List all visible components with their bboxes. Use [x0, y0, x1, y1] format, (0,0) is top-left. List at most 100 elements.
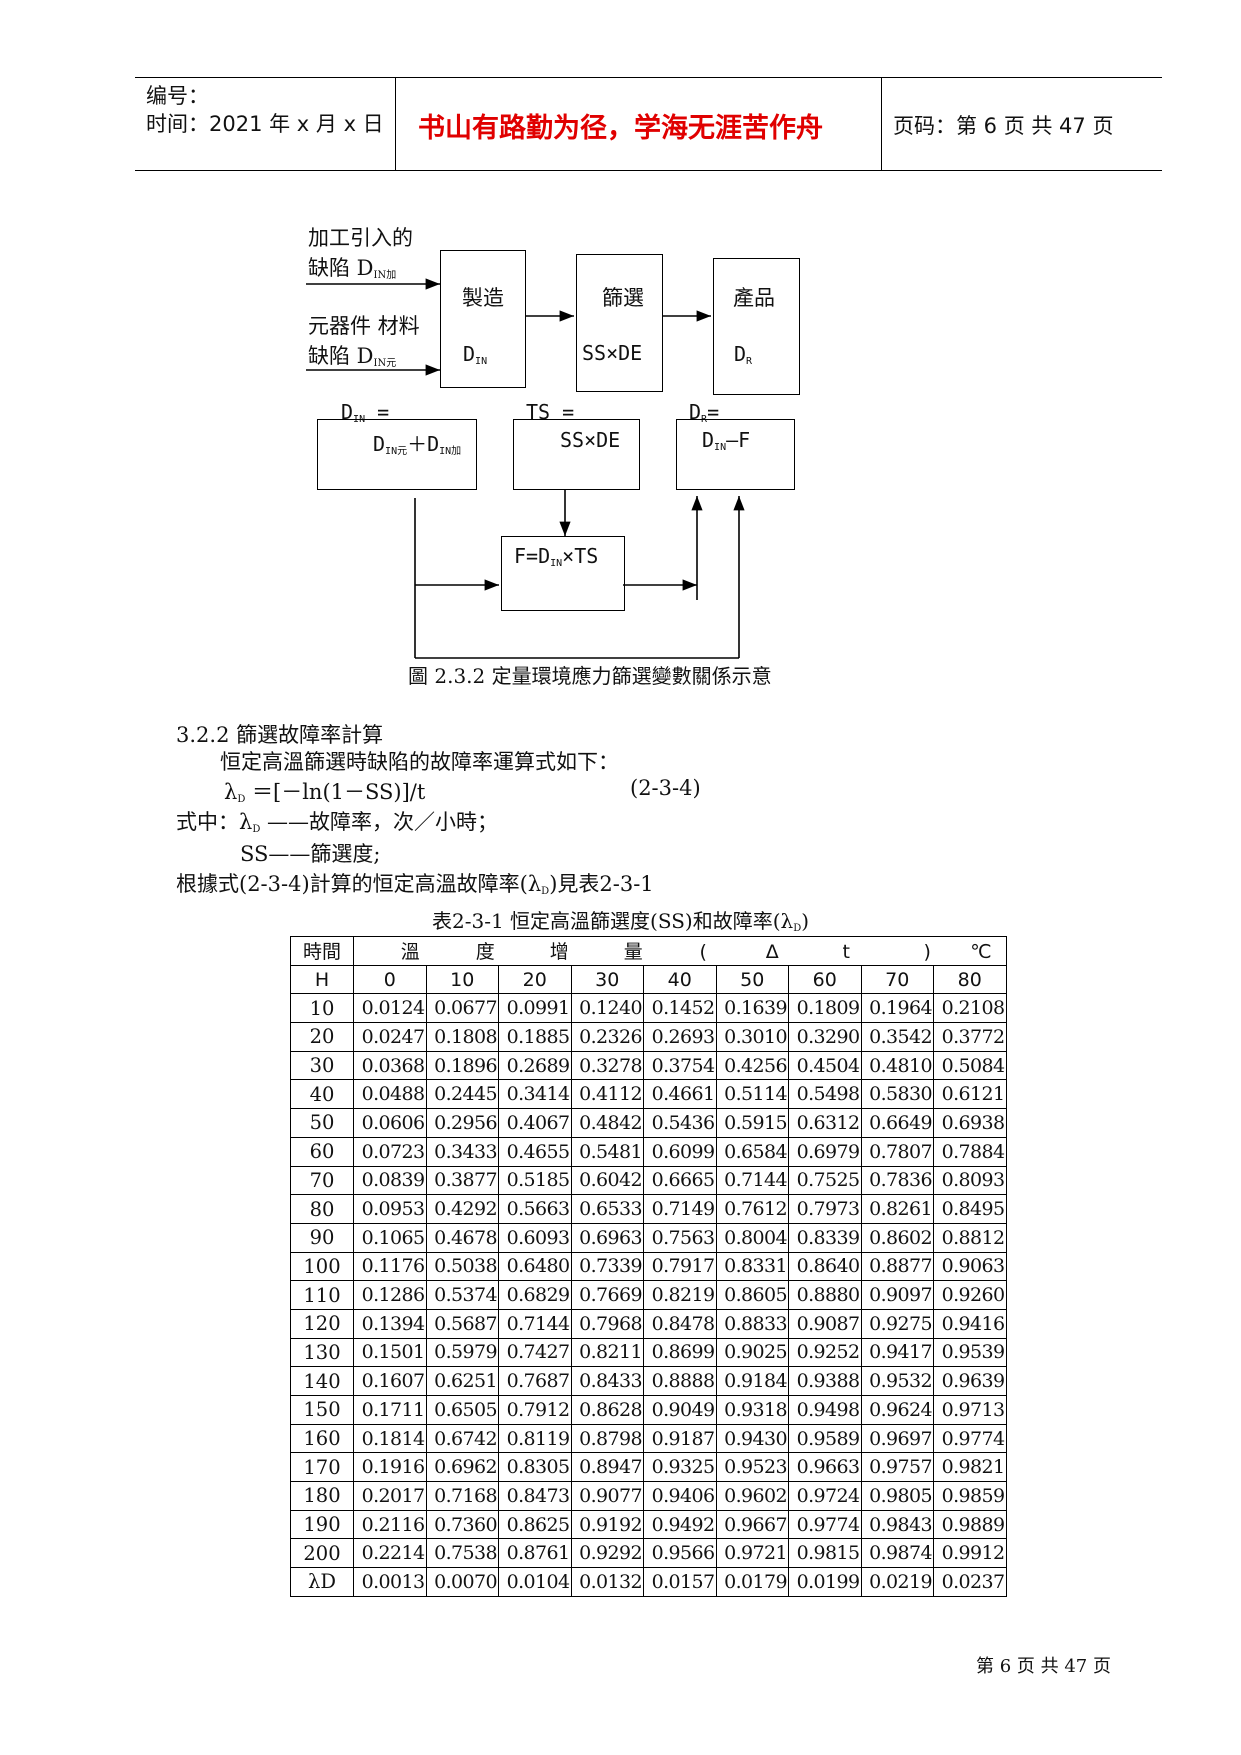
label-ts: TS = [526, 400, 575, 424]
value-cell: 0.1885 [498, 1022, 572, 1052]
value-cell: 0.7563 [643, 1222, 717, 1253]
value-cell: 0.8833 [715, 1308, 789, 1339]
value-cell: 0.0839 [353, 1165, 427, 1196]
input-component-defect-line2: 缺陷 DIN元 [308, 344, 397, 369]
value-cell: 0.1501 [353, 1337, 427, 1368]
row-hour-cell: 100 [290, 1251, 354, 1282]
value-cell: 0.9063 [933, 1251, 1007, 1282]
value-cell: 0.6533 [570, 1194, 644, 1224]
value-cell: 0.9417 [860, 1337, 934, 1368]
value-cell: 0.1176 [353, 1251, 427, 1282]
row-hour-cell: λD [290, 1567, 354, 1597]
header-span-word: 溫 [400, 941, 420, 964]
value-cell: 0.9663 [788, 1452, 862, 1483]
row-hour-cell: 200 [290, 1538, 354, 1569]
value-cell: 0.4067 [498, 1108, 572, 1138]
value-cell: 0.9275 [860, 1308, 934, 1339]
value-cell: 0.6121 [933, 1079, 1007, 1110]
value-cell: 0.9566 [643, 1538, 717, 1569]
header-bottom-rule [135, 170, 1162, 171]
value-cell: 0.6829 [498, 1280, 572, 1310]
value-cell: 0.5481 [570, 1136, 644, 1167]
value-cell: 0.8947 [570, 1452, 644, 1483]
eq-din: DIN元＋DIN加 [373, 432, 462, 457]
value-cell: 0.0132 [570, 1567, 644, 1597]
header-span-word: ) [923, 941, 931, 964]
box-din-equation [317, 419, 477, 490]
row-hour-cell: 80 [290, 1194, 354, 1224]
row-hour-cell: 50 [290, 1108, 354, 1138]
header-span-word: 增 [549, 941, 569, 964]
value-cell: 0.4504 [788, 1050, 862, 1081]
value-cell: 0.8495 [933, 1194, 1007, 1224]
row-hour-cell: 20 [290, 1022, 354, 1052]
value-cell: 0.0124 [353, 993, 427, 1024]
value-cell: 0.9774 [788, 1509, 862, 1540]
value-cell: 0.5374 [425, 1280, 499, 1310]
box-screening-title: 篩選 [602, 286, 644, 310]
value-cell: 0.6093 [498, 1222, 572, 1253]
value-cell: 0.7687 [498, 1366, 572, 1396]
value-cell: 0.6649 [860, 1108, 934, 1138]
value-cell: 0.0157 [643, 1567, 717, 1597]
input-process-defect-line1: 加工引入的 [308, 226, 413, 250]
section-heading: 3.2.2 篩選故障率計算 [176, 723, 384, 747]
header-span-word: ℃ [970, 941, 992, 964]
value-cell: 0.0723 [353, 1136, 427, 1167]
value-cell: 0.8219 [643, 1280, 717, 1310]
value-cell: 0.7669 [570, 1280, 644, 1310]
value-cell: 0.1452 [643, 993, 717, 1024]
value-cell: 0.9859 [933, 1481, 1007, 1511]
value-cell: 0.7917 [643, 1251, 717, 1282]
value-cell: 0.9697 [860, 1423, 934, 1454]
value-cell: 0.9843 [860, 1509, 934, 1540]
value-cell: 0.1808 [425, 1022, 499, 1052]
value-cell: 0.1964 [860, 993, 934, 1024]
value-cell: 0.7538 [425, 1538, 499, 1569]
box-product-title: 產品 [733, 286, 775, 310]
value-cell: 0.0179 [715, 1567, 789, 1597]
value-cell: 0.8119 [498, 1423, 572, 1454]
row-hour-cell: 170 [290, 1452, 354, 1483]
row-hour-cell: 10 [290, 993, 354, 1024]
value-cell: 0.2693 [643, 1022, 717, 1052]
value-cell: 0.7144 [715, 1165, 789, 1196]
value-cell: 0.9589 [788, 1423, 862, 1454]
value-cell: 0.9097 [860, 1280, 934, 1310]
row-hour-cell: 140 [290, 1366, 354, 1396]
value-cell: 0.4655 [498, 1136, 572, 1167]
value-cell: 0.0953 [353, 1194, 427, 1224]
value-cell: 0.3433 [425, 1136, 499, 1167]
value-cell: 0.8004 [715, 1222, 789, 1253]
value-cell: 0.7360 [425, 1509, 499, 1540]
value-cell: 0.9624 [860, 1395, 934, 1425]
value-cell: 0.3414 [498, 1079, 572, 1110]
box-screening-symbol: SS×DE [582, 341, 643, 365]
eq-dr: DIN—F [702, 428, 751, 453]
row-hour-cell: 190 [290, 1509, 354, 1540]
value-cell: 0.9492 [643, 1509, 717, 1540]
value-cell: 0.9498 [788, 1395, 862, 1425]
value-cell: 0.9049 [643, 1395, 717, 1425]
value-cell: 0.2116 [353, 1509, 427, 1540]
box-manufacture-title: 製造 [462, 286, 504, 310]
row-hour-cell: 70 [290, 1165, 354, 1196]
value-cell: 0.7973 [788, 1194, 862, 1224]
value-cell: 0.9874 [860, 1538, 934, 1569]
box-ts-equation [513, 419, 640, 490]
value-cell: 0.7807 [860, 1136, 934, 1167]
value-cell: 0.5687 [425, 1308, 499, 1339]
value-cell: 0.9721 [715, 1538, 789, 1569]
value-cell: 0.9025 [715, 1337, 789, 1368]
value-cell: 0.0219 [860, 1567, 934, 1597]
value-cell: 0.4292 [425, 1194, 499, 1224]
value-cell: 0.5185 [498, 1165, 572, 1196]
row-hour-cell: 150 [290, 1395, 354, 1425]
value-cell: 0.1809 [788, 993, 862, 1024]
header-span-word: ( [699, 941, 707, 964]
